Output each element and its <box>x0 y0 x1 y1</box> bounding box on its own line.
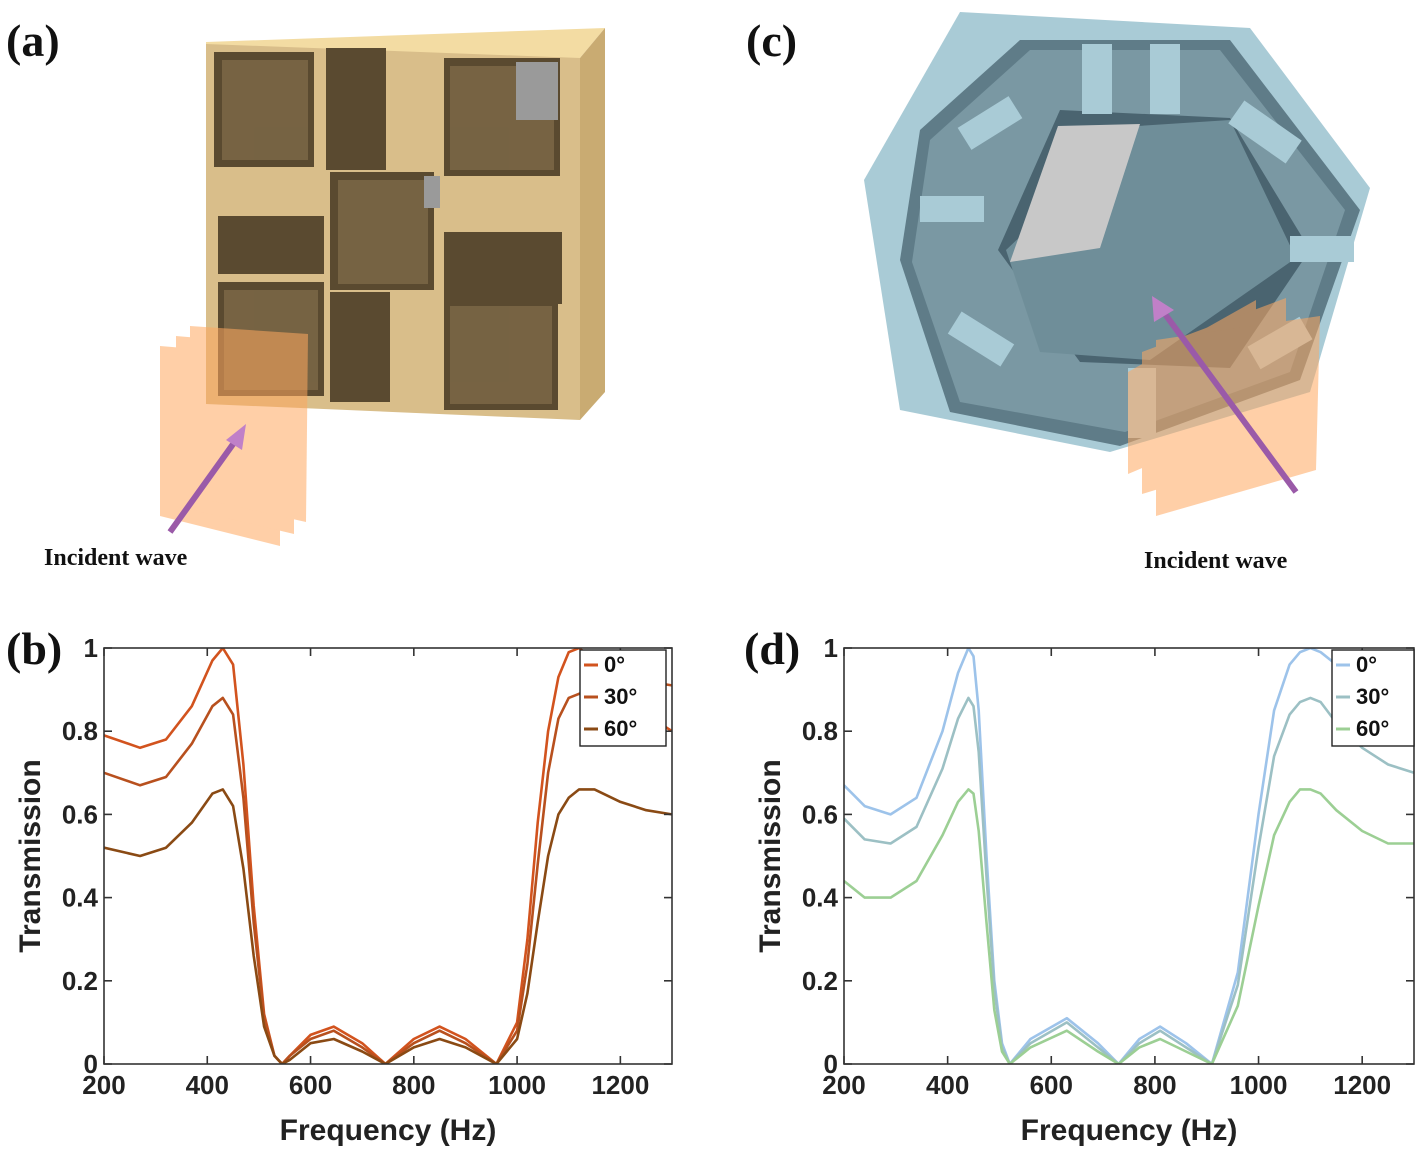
chart-b-legend: 0° 30° 60° <box>579 649 667 747</box>
chart-b-x-tick-label-5: 1200 <box>591 1070 649 1100</box>
chart-d-y-tick-label-1: 0.2 <box>802 966 838 996</box>
chart-b-y-tick-label-4: 0.8 <box>62 716 98 746</box>
chart-b-x-tick-label-3: 800 <box>392 1070 435 1100</box>
chart-d-x-tick-label-5: 1200 <box>1333 1070 1391 1100</box>
chart-b-y-tick-label-2: 0.4 <box>62 883 99 913</box>
panel-label-b: (b) <box>6 623 63 674</box>
chart-b-legend-label-0: 0° <box>604 652 625 677</box>
chart-b-series-group <box>104 648 672 1064</box>
chart-b-series-line-0 <box>104 648 672 1064</box>
panel-label-a: (a) <box>6 15 60 66</box>
panel-label-d: (d) <box>744 623 801 674</box>
chart-b-y-tick-label-5: 1 <box>84 633 98 663</box>
chart-d-y-axis-label: Transmission <box>754 759 787 952</box>
chart-d-x-tick-label-1: 400 <box>926 1070 969 1100</box>
chart-d-x-tick-label-4: 1000 <box>1230 1070 1288 1100</box>
chart-d-series-line-2 <box>844 788 1414 1064</box>
incident-wave-caption-a: Incident wave <box>44 545 188 571</box>
chart-b-legend-label-1: 30° <box>604 684 637 709</box>
chart-b-x-tick-label-0: 200 <box>82 1070 125 1100</box>
chart-b-x-tick-label-2: 600 <box>289 1070 332 1100</box>
chart-d-y-tick-label-0: 0 <box>824 1049 838 1079</box>
chart-b-y-tick-label-1: 0.2 <box>62 966 98 996</box>
chart-d-y-tick-label-3: 0.6 <box>802 799 838 829</box>
chart-b-x-tick-label-1: 400 <box>186 1070 229 1100</box>
chart-b-series-line-2 <box>104 788 672 1064</box>
chart-d-legend-label-2: 60° <box>1356 716 1389 741</box>
chart-d-series-group <box>844 648 1414 1064</box>
chart-b-legend-label-2: 60° <box>604 716 637 741</box>
chart-d-x-tick-label-0: 200 <box>822 1070 865 1100</box>
chart-d-legend-label-1: 30° <box>1356 684 1389 709</box>
chart-d-y-tick-label-4: 0.8 <box>802 716 838 746</box>
chart-b-series-line-1 <box>104 680 672 1064</box>
chart-d-legend-label-0: 0° <box>1356 652 1377 677</box>
incident-wave-caption-c: Incident wave <box>1144 548 1288 574</box>
chart-d-series-line-1 <box>844 696 1414 1064</box>
chart-d-y-tick-label-2: 0.4 <box>802 883 839 913</box>
chart-b-y-tick-label-0: 0 <box>84 1049 98 1079</box>
chart-d-plot-frame <box>843 647 1415 1065</box>
chart-b-y-axis-label: Transmission <box>14 759 47 952</box>
chart-b-plot-frame <box>103 647 673 1065</box>
chart-b-x-axis-label: Frequency (Hz) <box>280 1114 497 1147</box>
chart-d-x-axis-label: Frequency (Hz) <box>1021 1114 1238 1147</box>
chart-d-x-tick-label-2: 600 <box>1030 1070 1073 1100</box>
panel-label-c: (c) <box>746 15 798 66</box>
chart-b-x-tick-label-4: 1000 <box>488 1070 546 1100</box>
chart-d-y-tick-label-5: 1 <box>824 633 838 663</box>
chart-b-y-tick-label-3: 0.6 <box>62 799 98 829</box>
chart-d-legend: 0° 30° 60° <box>1331 649 1415 747</box>
chart-d-x-tick-label-3: 800 <box>1133 1070 1176 1100</box>
